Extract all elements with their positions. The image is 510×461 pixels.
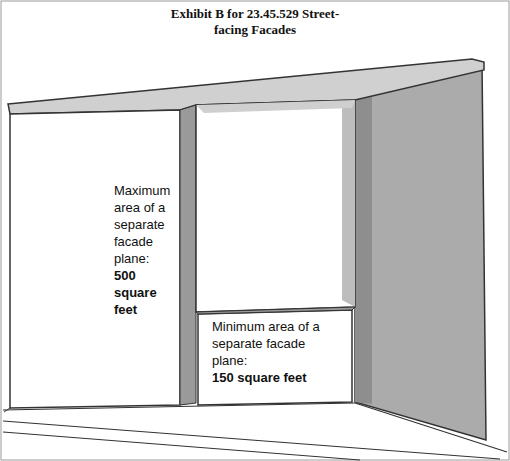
left-facade-plane — [10, 110, 180, 408]
upper-panel-top-shade — [196, 100, 355, 113]
bay-top — [196, 307, 355, 314]
area-value: 150 square feet — [212, 369, 344, 386]
ground-line — [355, 403, 507, 452]
roof-band — [8, 59, 484, 114]
exhibit-title: Exhibit B for 23.45.529 Street-facing Fa… — [165, 6, 345, 38]
label-group: Maximum area of a separate facade plane:… — [114, 182, 176, 318]
title-holder: Exhibit B for 23.45.529 Street-facing Fa… — [165, 6, 345, 38]
side-wall — [355, 62, 486, 440]
recess-strip — [180, 105, 196, 405]
area-note: Maximum area of a separate facade plane: — [114, 182, 176, 267]
area-note: Minimum area of a separate facade plane: — [212, 318, 344, 369]
side-wall-shade — [355, 95, 372, 404]
curb-line — [3, 432, 360, 460]
upper-panel-shade — [342, 100, 355, 307]
area-value: 500 square feet — [114, 267, 176, 318]
upper-facade-plane — [196, 100, 355, 312]
lower-facade-plane — [198, 310, 352, 405]
label-group: Minimum area of a separate facade plane:… — [212, 318, 344, 386]
ground-line — [3, 403, 355, 410]
curb-line — [3, 421, 500, 459]
corner-line — [4, 408, 10, 412]
